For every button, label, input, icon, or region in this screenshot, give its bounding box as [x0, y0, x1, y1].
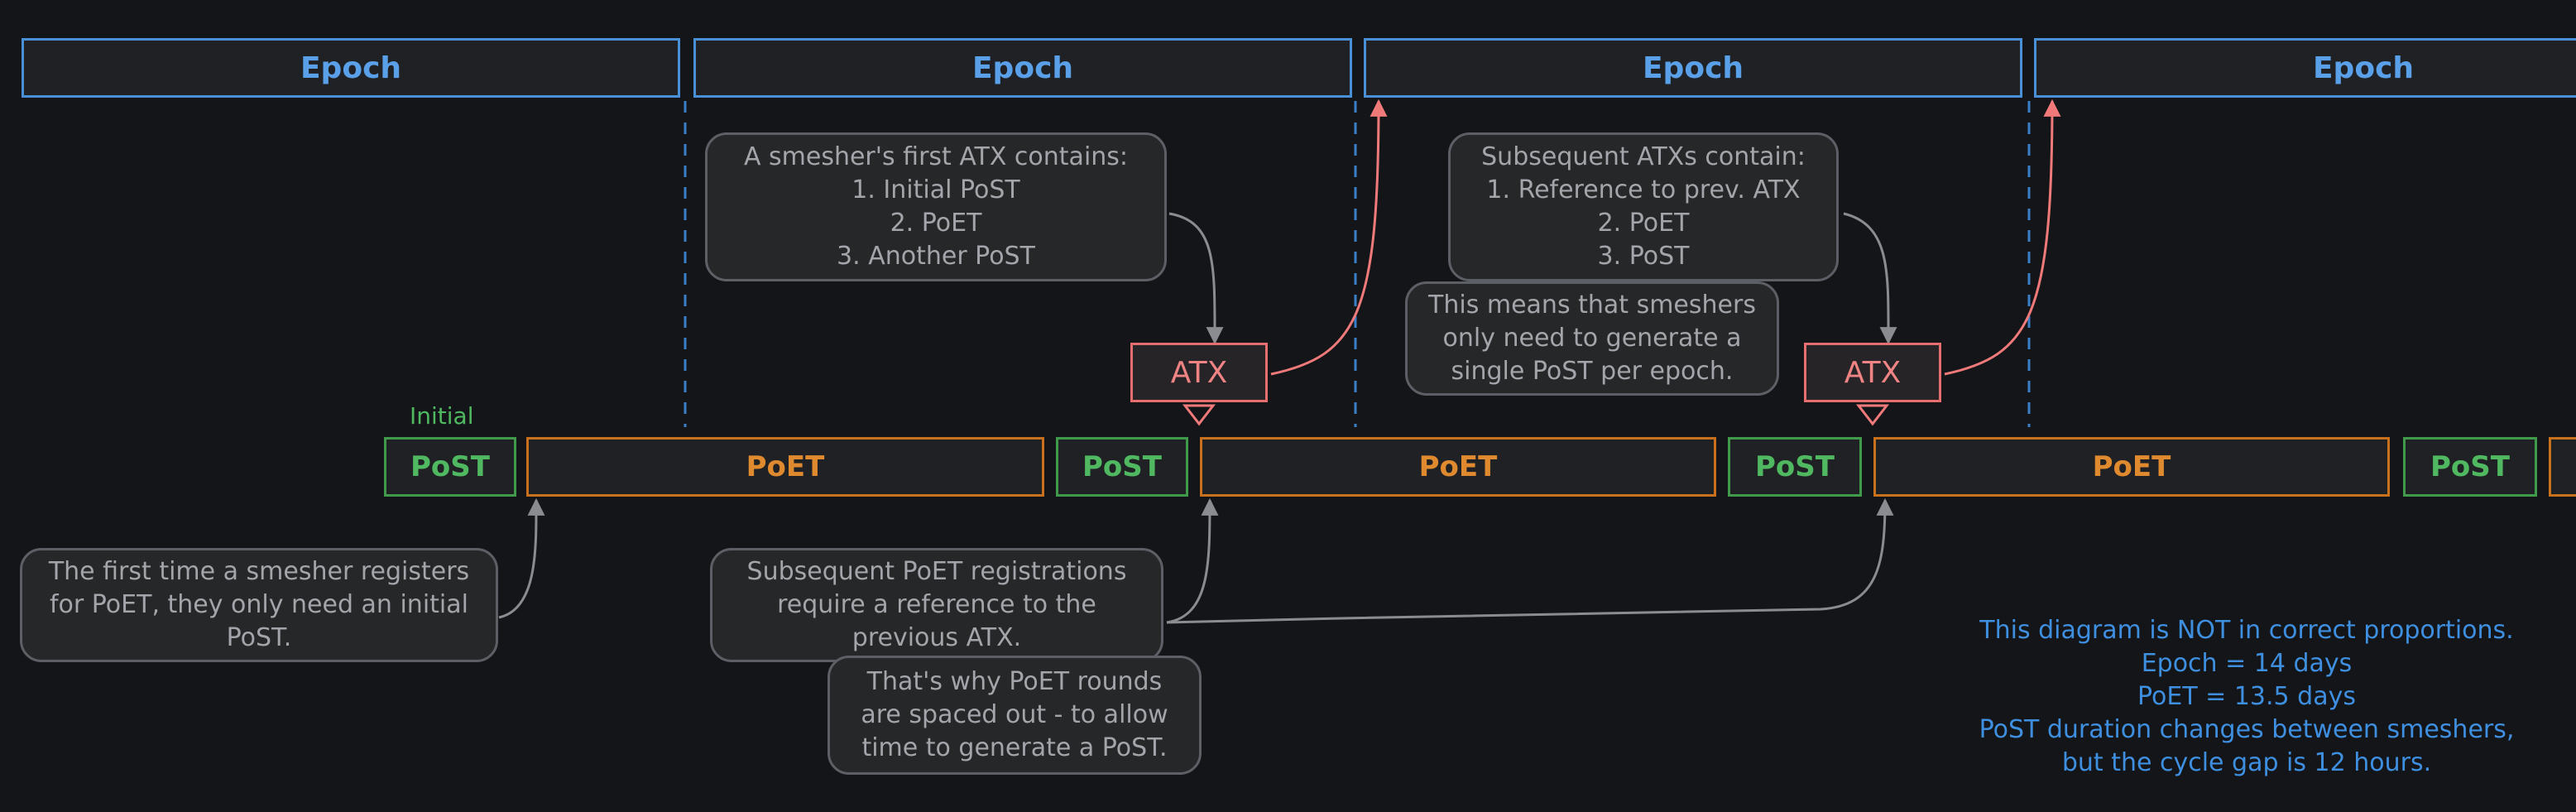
note-to-atx-arrow	[1168, 212, 1224, 345]
poet-bar: PoET	[1200, 437, 1716, 497]
subsequent-atx-note: Subsequent ATXs contain: 1. Reference to…	[1448, 132, 1839, 281]
post-label: PoST	[1755, 450, 1835, 483]
atx-box: ATX	[1130, 343, 1268, 402]
epoch-box: Epoch	[693, 38, 1352, 98]
post-bar: PoST	[384, 437, 516, 497]
post-label: PoST	[1082, 450, 1162, 483]
epoch-box: Epoch	[2034, 38, 2576, 98]
atx-label: ATX	[1170, 355, 1228, 390]
poet-bar-partial	[2549, 437, 2576, 497]
legend-line: PoET = 13.5 days	[2137, 682, 2356, 711]
epoch-label: Epoch	[2312, 50, 2415, 85]
atx-pointer-triangle	[1855, 404, 1890, 426]
atx-label: ATX	[1844, 355, 1902, 390]
proportions-legend: This diagram is NOT in correct proportio…	[1949, 614, 2545, 780]
epoch-label: Epoch	[1642, 50, 1744, 85]
post-bar: PoST	[1728, 437, 1862, 497]
epoch-label: Epoch	[971, 50, 1074, 85]
subsequent-registration-note: Subsequent PoET registrations require a …	[710, 548, 1163, 662]
legend-line: This diagram is NOT in correct proportio…	[1979, 616, 2514, 645]
spacing-note: That's why PoET rounds are spaced out - …	[827, 656, 1202, 775]
single-post-note: This means that smeshers only need to ge…	[1405, 281, 1779, 396]
legend-line: PoST duration changes between smeshers,	[1979, 715, 2515, 744]
atx-pointer-triangle	[1182, 404, 1216, 426]
atx-box: ATX	[1804, 343, 1941, 402]
epoch-box: Epoch	[1364, 38, 2022, 98]
registration-arrow	[1166, 497, 1894, 624]
post-bar: PoST	[2403, 437, 2537, 497]
atx-publish-arrow	[1944, 98, 2061, 376]
poet-label: PoET	[1418, 450, 1498, 483]
first-registration-note: The first time a smesher registers for P…	[20, 548, 498, 662]
post-label: PoST	[2430, 450, 2510, 483]
poet-bar: PoET	[526, 437, 1044, 497]
registration-arrow	[498, 497, 545, 619]
post-bar: PoST	[1056, 437, 1188, 497]
atx-publish-arrow	[1270, 98, 1388, 376]
note-to-atx-arrow	[1843, 212, 1897, 345]
post-label: PoST	[410, 450, 490, 483]
legend-line: but the cycle gap is 12 hours.	[2061, 748, 2432, 777]
registration-arrow	[1166, 497, 1219, 624]
initial-post-label: Initial	[410, 402, 474, 430]
legend-line: Epoch = 14 days	[2141, 649, 2353, 678]
first-atx-note: A smesher's first ATX contains: 1. Initi…	[705, 132, 1167, 281]
poet-bar: PoET	[1873, 437, 2390, 497]
epoch-label: Epoch	[300, 50, 402, 85]
epoch-box: Epoch	[22, 38, 680, 98]
poet-label: PoET	[746, 450, 825, 483]
poet-label: PoET	[2092, 450, 2171, 483]
